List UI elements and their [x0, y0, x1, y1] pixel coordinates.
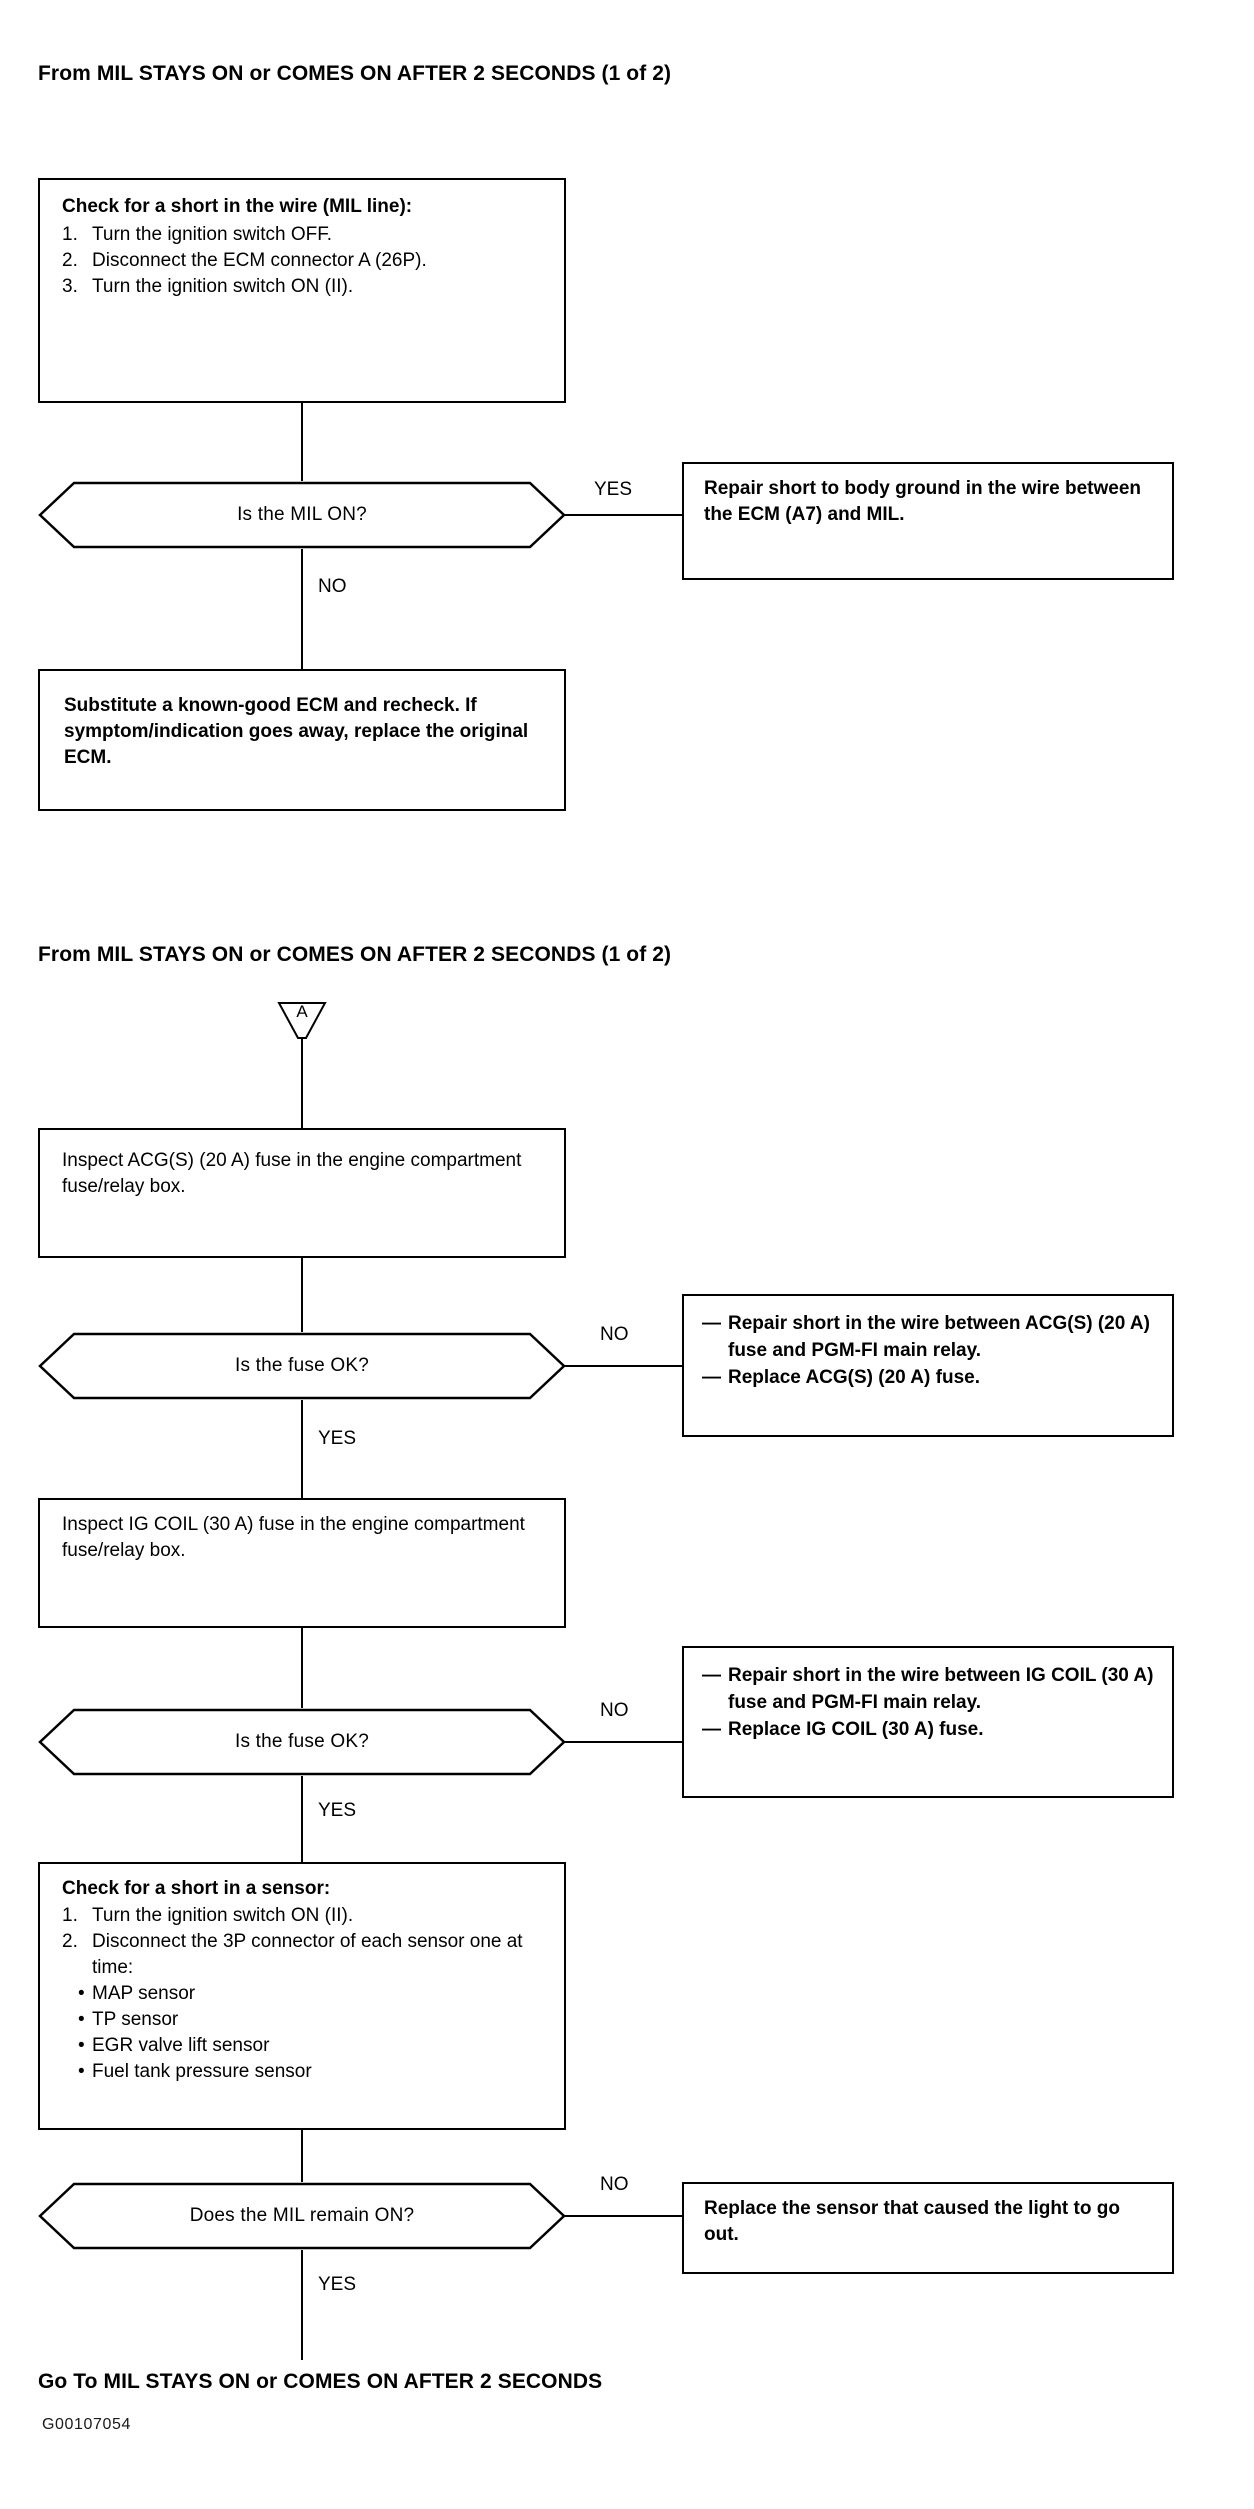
branch-label-no: NO [600, 1324, 629, 1345]
list-item: TP sensor [92, 2007, 550, 2033]
list-item-text: Replace IG COIL (30 A) fuse. [728, 1719, 984, 1740]
decision-is-acg-fuse-ok-label: Is the fuse OK? [235, 1355, 369, 1376]
action-repair-short-body-ground-text: Repair short to body ground in the wire … [704, 478, 1142, 525]
step-inspect-acg-fuse-text: Inspect ACG(S) (20 A) fuse in the engine… [62, 1150, 522, 1197]
list-item: Fuel tank pressure sensor [92, 2059, 550, 2085]
connector-acg-decision-yes [301, 1400, 303, 1498]
list-item-text: Turn the ignition switch ON (II). [92, 276, 354, 297]
dash-marker: — [702, 1313, 721, 1334]
connector-igcoil-to-decision [301, 1628, 303, 1708]
connector-acg-to-decision [301, 1258, 303, 1332]
step-inspect-ig-coil-fuse-text: Inspect IG COIL (30 A) fuse in the engin… [62, 1514, 525, 1561]
list-item-text: Turn the ignition switch OFF. [92, 224, 333, 245]
list-item-text: Disconnect the 3P connector of each sens… [92, 1931, 523, 1978]
dash-marker: — [702, 1665, 721, 1686]
action-replace-sensor-text: Replace the sensor that caused the light… [704, 2198, 1120, 2245]
list-item: — Repair short in the wire between ACG(S… [702, 1310, 1156, 1364]
sensor-bullet-list: MAP sensor TP sensor EGR valve lift sens… [62, 1981, 550, 2085]
connector-sensor-to-decision [301, 2130, 303, 2182]
branch-label-yes: YES [318, 1428, 357, 1449]
list-item-text: Repair short in the wire between IG COIL… [728, 1665, 1154, 1713]
branch-label-yes: YES [318, 1800, 357, 1821]
list-item: MAP sensor [92, 1981, 550, 2007]
action-acg-fuse-list: — Repair short in the wire between ACG(S… [702, 1310, 1156, 1391]
list-item-number: 1. [62, 1905, 78, 1926]
branch-label-no: NO [600, 1700, 629, 1721]
list-item-text: Disconnect the ECM connector A (26P). [92, 250, 427, 271]
action-repair-short-body-ground-box: Repair short to body ground in the wire … [682, 462, 1174, 580]
list-item: 2. Disconnect the ECM connector A (26P). [62, 248, 548, 274]
action-substitute-ecm-box: Substitute a known-good ECM and recheck.… [38, 669, 566, 811]
decision-is-mil-on-label: Is the MIL ON? [237, 504, 367, 525]
branch-label-no: NO [318, 576, 347, 597]
step-inspect-acg-fuse-box: Inspect ACG(S) (20 A) fuse in the engine… [38, 1128, 566, 1258]
action-ig-coil-fuse-list: — Repair short in the wire between IG CO… [702, 1662, 1156, 1743]
connector-acg-decision-no [564, 1365, 682, 1367]
list-item-text: Turn the ignition switch ON (II). [92, 1905, 354, 1926]
list-item: 1. Turn the ignition switch OFF. [62, 222, 548, 248]
connector-igcoil-decision-yes [301, 1776, 303, 1862]
connector-decision1-no [301, 549, 303, 669]
connector-decision1-yes [564, 514, 682, 516]
section2-footer: Go To MIL STAYS ON or COMES ON AFTER 2 S… [38, 2370, 603, 2393]
list-item-number: 3. [62, 276, 78, 297]
offpage-connector-a-label: A [296, 1002, 308, 1021]
decision-is-mil-on: Is the MIL ON? [38, 481, 566, 549]
connector-mil-decision-no [564, 2215, 682, 2217]
decision-does-mil-remain-on-label: Does the MIL remain ON? [189, 2205, 415, 2226]
dash-marker: — [702, 1719, 721, 1740]
list-item: 2. Disconnect the 3P connector of each s… [62, 1929, 550, 1981]
connector-a-to-step-acg [301, 1038, 303, 1128]
step-check-short-sensor-box: Check for a short in a sensor: 1. Turn t… [38, 1862, 566, 2130]
decision-does-mil-remain-on: Does the MIL remain ON? [38, 2182, 566, 2250]
action-ig-coil-fuse-box: — Repair short in the wire between IG CO… [682, 1646, 1174, 1798]
connector-igcoil-decision-no [564, 1741, 682, 1743]
offpage-connector-a: A [276, 1000, 328, 1040]
list-item-text: Replace ACG(S) (20 A) fuse. [728, 1367, 980, 1388]
list-item-number: 2. [62, 1931, 78, 1952]
action-replace-sensor-box: Replace the sensor that caused the light… [682, 2182, 1174, 2274]
section2-header: From MIL STAYS ON or COMES ON AFTER 2 SE… [38, 943, 672, 966]
list-item: — Replace ACG(S) (20 A) fuse. [702, 1364, 1156, 1391]
section1-header: From MIL STAYS ON or COMES ON AFTER 2 SE… [38, 62, 672, 85]
step-check-short-wire-list: 1. Turn the ignition switch OFF. 2. Disc… [62, 222, 548, 300]
action-acg-fuse-box: — Repair short in the wire between ACG(S… [682, 1294, 1174, 1437]
list-item-number: 2. [62, 250, 78, 271]
list-item-number: 1. [62, 224, 78, 245]
step-check-short-sensor-list: 1. Turn the ignition switch ON (II). 2. … [62, 1903, 550, 1981]
step-inspect-ig-coil-fuse-box: Inspect IG COIL (30 A) fuse in the engin… [38, 1498, 566, 1628]
list-item: EGR valve lift sensor [92, 2033, 550, 2059]
connector-step1-to-decision1 [301, 403, 303, 481]
list-item: — Replace IG COIL (30 A) fuse. [702, 1716, 1156, 1743]
list-item: — Repair short in the wire between IG CO… [702, 1662, 1156, 1716]
step-check-short-wire-box: Check for a short in the wire (MIL line)… [38, 178, 566, 403]
branch-label-yes: YES [318, 2274, 357, 2295]
step-check-short-wire-title: Check for a short in the wire (MIL line)… [62, 196, 413, 217]
branch-label-yes: YES [594, 479, 633, 500]
decision-is-acg-fuse-ok: Is the fuse OK? [38, 1332, 566, 1400]
dash-marker: — [702, 1367, 721, 1388]
list-item: 3. Turn the ignition switch ON (II). [62, 274, 548, 300]
list-item-text: Repair short in the wire between ACG(S) … [728, 1313, 1150, 1361]
decision-is-ig-coil-fuse-ok: Is the fuse OK? [38, 1708, 566, 1776]
step-check-short-sensor-title: Check for a short in a sensor: [62, 1878, 331, 1899]
decision-is-ig-coil-fuse-ok-label: Is the fuse OK? [235, 1731, 369, 1752]
connector-mil-decision-yes [301, 2250, 303, 2360]
reference-code: G00107054 [42, 2416, 132, 2433]
action-substitute-ecm-text: Substitute a known-good ECM and recheck.… [64, 695, 529, 768]
branch-label-no: NO [600, 2174, 629, 2195]
list-item: 1. Turn the ignition switch ON (II). [62, 1903, 550, 1929]
